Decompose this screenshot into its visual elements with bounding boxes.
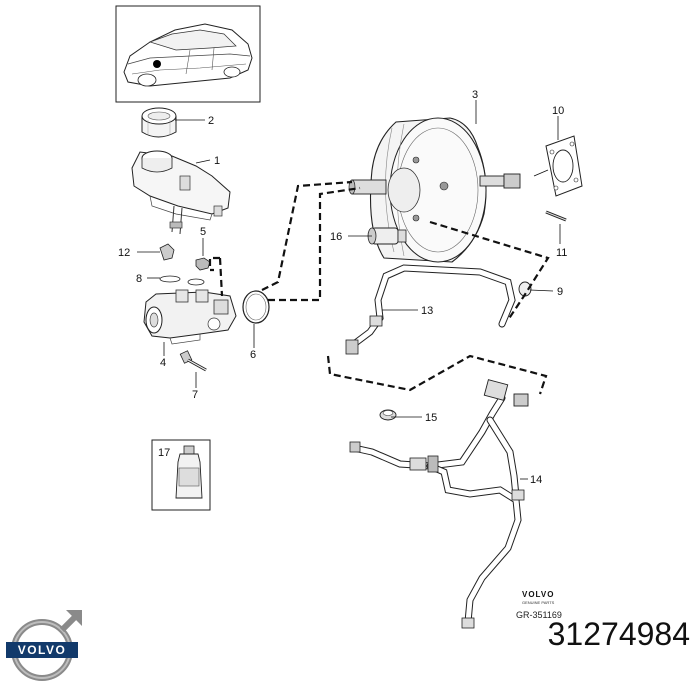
- part-6-o-ring: [242, 290, 270, 324]
- master-cylinder: [143, 289, 237, 345]
- stamp-brand: VOLVO: [522, 590, 554, 599]
- callout-7: 7: [192, 389, 198, 401]
- part-11-pin: [545, 210, 567, 222]
- callout-9: 9: [557, 286, 563, 298]
- callout-17: 17: [158, 447, 170, 459]
- stamp-subtitle: GENUINE PARTS: [522, 600, 555, 605]
- part-10-gasket: [545, 135, 583, 197]
- part-12: [159, 243, 175, 261]
- assembly-group-outlines: [208, 180, 550, 395]
- part-14-hose-assembly: [349, 379, 529, 629]
- callout-16: 16: [330, 231, 342, 243]
- callout-8: 8: [136, 273, 142, 285]
- diagram-code: GR-351169: [516, 610, 562, 620]
- logo-wordmark: VOLVO: [18, 643, 67, 657]
- callout-1: 1: [214, 155, 220, 167]
- genuine-parts-stamp: VOLVO GENUINE PARTS GR-351169: [516, 590, 562, 620]
- callout-5: 5: [200, 226, 206, 238]
- callout-15: 15: [425, 412, 437, 424]
- brake-fluid-bottle-icon: [151, 439, 211, 511]
- reservoir-cap: [141, 107, 177, 138]
- part-5-nut: [195, 257, 211, 271]
- callout-labels: 1 2 3 4 5 6 7 8 9 10 11 12 13 14 15 16 1…: [118, 89, 567, 486]
- callout-11: 11: [556, 247, 567, 259]
- callout-2: 2: [208, 115, 214, 127]
- part-15-clip: [379, 409, 397, 421]
- part-7-bolt: [179, 350, 207, 372]
- callout-14: 14: [530, 474, 542, 486]
- callout-4: 4: [160, 357, 166, 369]
- part-16-check-valve: [367, 227, 407, 245]
- part-number: 31274984: [547, 616, 690, 652]
- callout-10: 10: [552, 105, 564, 117]
- volvo-logo-icon: VOLVO: [6, 610, 82, 681]
- callout-6: 6: [250, 349, 256, 361]
- part-13-vacuum-hose: [345, 264, 516, 355]
- brake-booster: [348, 117, 521, 263]
- callout-13: 13: [421, 305, 433, 317]
- callout-12: 12: [118, 247, 130, 259]
- leader-lines: [137, 100, 561, 480]
- part-8-seal: [159, 275, 205, 286]
- callout-3: 3: [472, 89, 478, 101]
- car-thumbnail-icon: [115, 5, 261, 103]
- brake-fluid-reservoir: [131, 150, 231, 235]
